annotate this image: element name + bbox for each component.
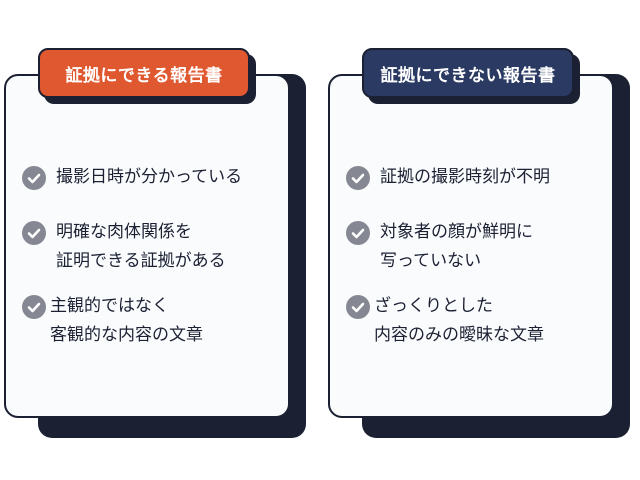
list-item: 撮影日時が分かっている bbox=[22, 163, 290, 192]
item-text: 明確な肉体関係を bbox=[56, 222, 192, 242]
check-circle-icon bbox=[346, 295, 370, 319]
item-text: 撮影日時が分かっている bbox=[56, 167, 243, 187]
item-text: 証明できる証拠がある bbox=[56, 251, 226, 271]
card-body bbox=[328, 74, 614, 418]
item-list: 証拠の撮影時刻が不明 対象者の顔が鮮明に 写っていない ざっくりとした 内容のみ… bbox=[346, 163, 614, 350]
card-title: 証拠にできる報告書 bbox=[38, 48, 250, 98]
item-text: 写っていない bbox=[380, 251, 482, 271]
item-text: 客観的な内容の文章 bbox=[50, 325, 203, 345]
check-circle-icon bbox=[346, 166, 370, 190]
item-text: 主観的ではなく bbox=[50, 296, 169, 316]
item-text: ざっくりとした bbox=[374, 296, 493, 316]
list-item: 対象者の顔が鮮明に 写っていない bbox=[346, 218, 614, 276]
item-text: 証拠の撮影時刻が不明 bbox=[380, 167, 550, 187]
list-item: 主観的ではなく 客観的な内容の文章 bbox=[22, 292, 290, 350]
item-text: 内容のみの曖昧な文章 bbox=[374, 325, 544, 345]
card-title: 証拠にできない報告書 bbox=[362, 48, 574, 98]
card-evidence-unusable: 証拠にできない報告書 証拠の撮影時刻が不明 対象者の顔が鮮明に 写っていない ざ… bbox=[328, 48, 630, 438]
item-text: 対象者の顔が鮮明に bbox=[380, 222, 533, 242]
check-circle-icon bbox=[22, 295, 46, 319]
list-item: 証拠の撮影時刻が不明 bbox=[346, 163, 614, 192]
check-circle-icon bbox=[22, 221, 46, 245]
card-body bbox=[4, 74, 290, 418]
check-circle-icon bbox=[22, 166, 46, 190]
list-item: ざっくりとした 内容のみの曖昧な文章 bbox=[346, 292, 614, 350]
card-evidence-usable: 証拠にできる報告書 撮影日時が分かっている 明確な肉体関係を 証明できる証拠があ… bbox=[4, 48, 306, 438]
list-item: 明確な肉体関係を 証明できる証拠がある bbox=[22, 218, 290, 276]
check-circle-icon bbox=[346, 221, 370, 245]
item-list: 撮影日時が分かっている 明確な肉体関係を 証明できる証拠がある 主観的ではなく … bbox=[22, 163, 290, 350]
